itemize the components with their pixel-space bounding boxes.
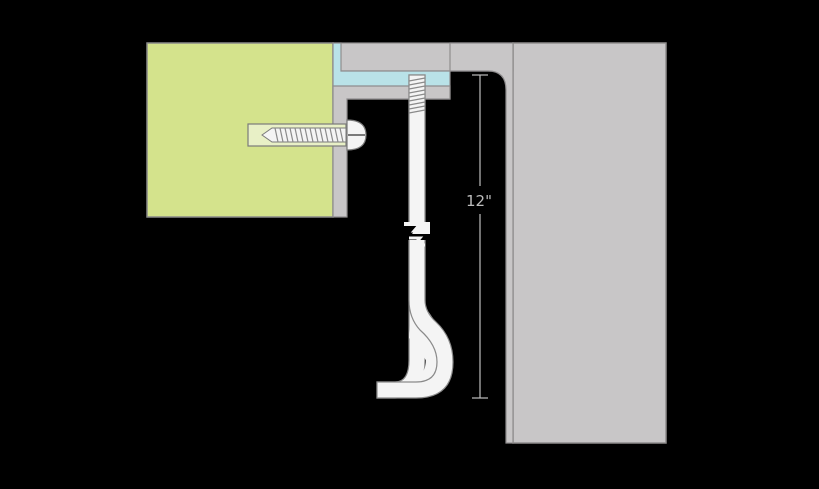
screw-thread bbox=[289, 127, 294, 143]
screw-thread bbox=[304, 127, 309, 143]
concrete-wall bbox=[512, 42, 667, 444]
bolt-thread bbox=[408, 93, 426, 98]
screw-thread bbox=[334, 127, 339, 143]
bolt-thread bbox=[408, 109, 426, 114]
angle-bracket bbox=[332, 85, 451, 218]
dimension-label: 12" bbox=[466, 192, 492, 210]
screw-thread bbox=[299, 127, 304, 143]
screw-thread bbox=[284, 127, 289, 143]
screw-thread bbox=[309, 127, 314, 143]
screw-thread bbox=[279, 127, 284, 143]
screw-thread bbox=[294, 127, 299, 143]
screw-thread bbox=[329, 127, 334, 143]
bolt-thread bbox=[408, 89, 426, 94]
lag-screw bbox=[261, 127, 347, 143]
screw-thread bbox=[319, 127, 324, 143]
bolt-thread bbox=[408, 105, 426, 110]
bolt-thread bbox=[408, 85, 426, 90]
zigzag-break-icon bbox=[404, 222, 430, 247]
bolt-thread bbox=[408, 101, 426, 106]
bolt-thread bbox=[408, 81, 426, 86]
steel-liner bbox=[449, 42, 514, 444]
screw-thread bbox=[324, 127, 329, 143]
bolt-thread bbox=[408, 77, 426, 82]
screw-head-icon bbox=[346, 119, 367, 151]
screw-thread bbox=[339, 127, 344, 143]
screw-thread bbox=[274, 127, 279, 143]
bolt-thread bbox=[408, 97, 426, 102]
dimension-line bbox=[472, 74, 488, 399]
screw-thread bbox=[314, 127, 319, 143]
